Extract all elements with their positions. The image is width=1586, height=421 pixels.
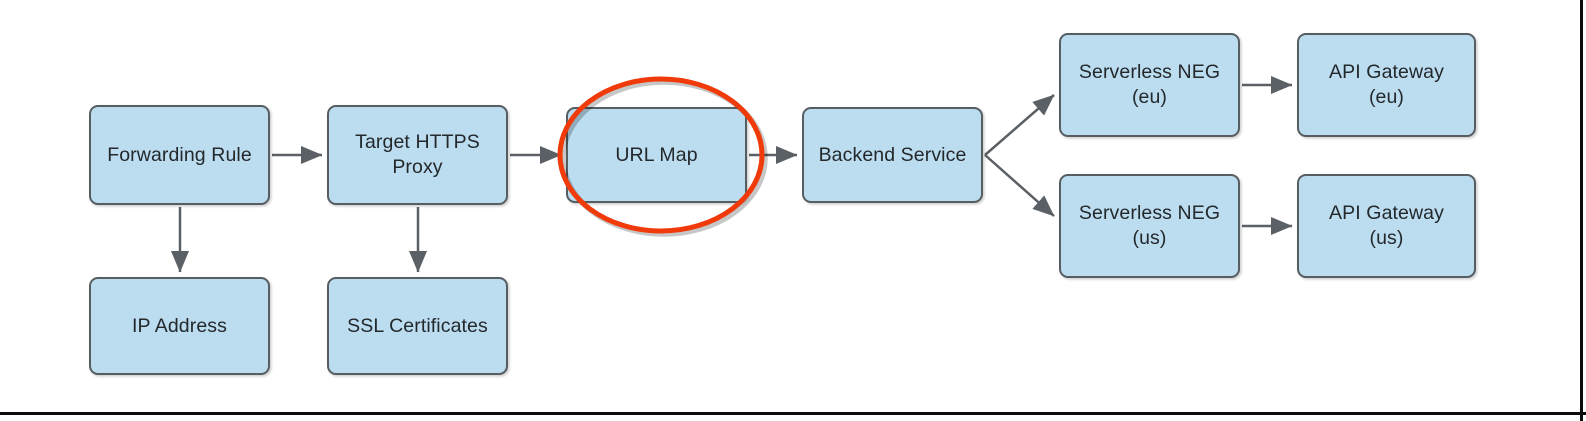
node-api-gateway-us[interactable]: API Gateway (us) (1297, 174, 1476, 278)
node-label: IP Address (132, 314, 227, 337)
canvas-bottom-border (0, 412, 1586, 415)
node-label: API Gateway (us) (1329, 202, 1444, 249)
node-label: SSL Certificates (347, 314, 488, 337)
node-backend-service[interactable]: Backend Service (802, 107, 983, 203)
node-serverless-neg-eu[interactable]: Serverless NEG (eu) (1059, 33, 1240, 137)
node-ssl-certificates[interactable]: SSL Certificates (327, 277, 508, 375)
node-forwarding-rule[interactable]: Forwarding Rule (89, 105, 270, 205)
node-label: Forwarding Rule (107, 143, 252, 166)
edge-backend-to-neg-us (984, 154, 1055, 217)
node-label: Serverless NEG (us) (1078, 202, 1221, 249)
canvas-right-border (1580, 0, 1583, 421)
node-serverless-neg-us[interactable]: Serverless NEG (us) (1059, 174, 1240, 278)
node-label: URL Map (615, 143, 698, 166)
edge-backend-to-neg-eu (984, 94, 1055, 156)
node-url-map[interactable]: URL Map (566, 107, 747, 203)
node-label: Serverless NEG (eu) (1078, 61, 1221, 108)
node-label: API Gateway (eu) (1329, 61, 1444, 108)
node-ip-address[interactable]: IP Address (89, 277, 270, 375)
node-target-https-proxy[interactable]: Target HTTPS Proxy (327, 105, 508, 205)
node-label: Backend Service (818, 143, 967, 166)
node-api-gateway-eu[interactable]: API Gateway (eu) (1297, 33, 1476, 137)
node-label: Target HTTPS Proxy (355, 131, 480, 178)
